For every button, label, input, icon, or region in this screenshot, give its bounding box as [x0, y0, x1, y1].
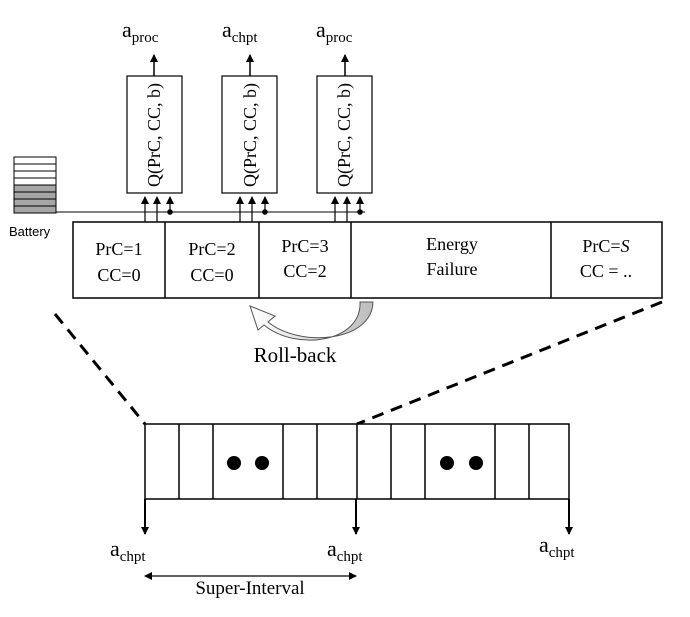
- q-box-1-label: Q(PrC, CC, b): [144, 83, 165, 187]
- svg-text:CC=2: CC=2: [283, 261, 326, 281]
- junction-dot-2: [262, 209, 268, 215]
- svg-text:Energy: Energy: [426, 234, 478, 254]
- svg-text:CC=0: CC=0: [97, 265, 140, 285]
- svg-text:PrC=2: PrC=2: [188, 239, 235, 259]
- zoomed-timeline: [72, 221, 663, 299]
- q-box-1-inputs: [141, 196, 174, 222]
- timeline-cell-3: PrC=3 CC=2: [281, 236, 328, 281]
- q-box-2-inputs: [236, 196, 269, 222]
- timeline-cell-1: PrC=1 CC=0: [95, 239, 142, 285]
- q-box-3: Q(PrC, CC, b): [316, 75, 373, 194]
- overview-timeline: [144, 423, 570, 500]
- timeline-cell-2: PrC=2 CC=0: [188, 239, 235, 285]
- battery-icon: [13, 156, 57, 214]
- super-interval-label: Super-Interval: [195, 578, 304, 599]
- q-box-3-inputs: [331, 196, 364, 222]
- svg-text:achpt: achpt: [327, 536, 363, 565]
- svg-text:aproc: aproc: [122, 17, 159, 46]
- svg-text:achpt: achpt: [110, 536, 146, 565]
- timeline-cell-energy-failure: Energy Failure: [426, 234, 478, 279]
- output-label-2: achpt: [222, 17, 258, 46]
- svg-text:PrC=1: PrC=1: [95, 239, 142, 259]
- svg-text:achpt: achpt: [539, 532, 575, 561]
- svg-text:PrC=3: PrC=3: [281, 236, 328, 256]
- output-label-1: aproc: [122, 17, 159, 46]
- timeline-cell-last: PrC=S CC = ..: [580, 236, 632, 281]
- ellipsis-dots-2: [440, 456, 483, 470]
- zoom-line-left: [53, 313, 147, 425]
- svg-text:aproc: aproc: [316, 17, 353, 46]
- junction-dot-3: [357, 209, 363, 215]
- q-box-2-label: Q(PrC, CC, b): [240, 83, 261, 187]
- chpt-label-3: achpt: [539, 532, 575, 561]
- svg-text:Failure: Failure: [427, 259, 478, 279]
- rollback-arrow: [249, 301, 374, 341]
- battery-label: Battery: [9, 224, 51, 239]
- svg-text:achpt: achpt: [222, 17, 258, 46]
- svg-text:CC=0: CC=0: [190, 265, 233, 285]
- chpt-label-1: achpt: [110, 536, 146, 565]
- chpt-label-2: achpt: [327, 536, 363, 565]
- svg-text:PrC=S: PrC=S: [582, 236, 629, 256]
- zoom-line-right: [356, 300, 663, 426]
- q-box-2: Q(PrC, CC, b): [221, 75, 278, 194]
- rollback-label: Roll-back: [254, 343, 337, 367]
- junction-dot-1: [167, 209, 173, 215]
- svg-text:CC = ..: CC = ..: [580, 261, 632, 281]
- ellipsis-dots-1: [227, 456, 269, 470]
- output-label-3: aproc: [316, 17, 353, 46]
- q-box-1: Q(PrC, CC, b): [126, 75, 183, 194]
- q-box-3-label: Q(PrC, CC, b): [334, 83, 355, 187]
